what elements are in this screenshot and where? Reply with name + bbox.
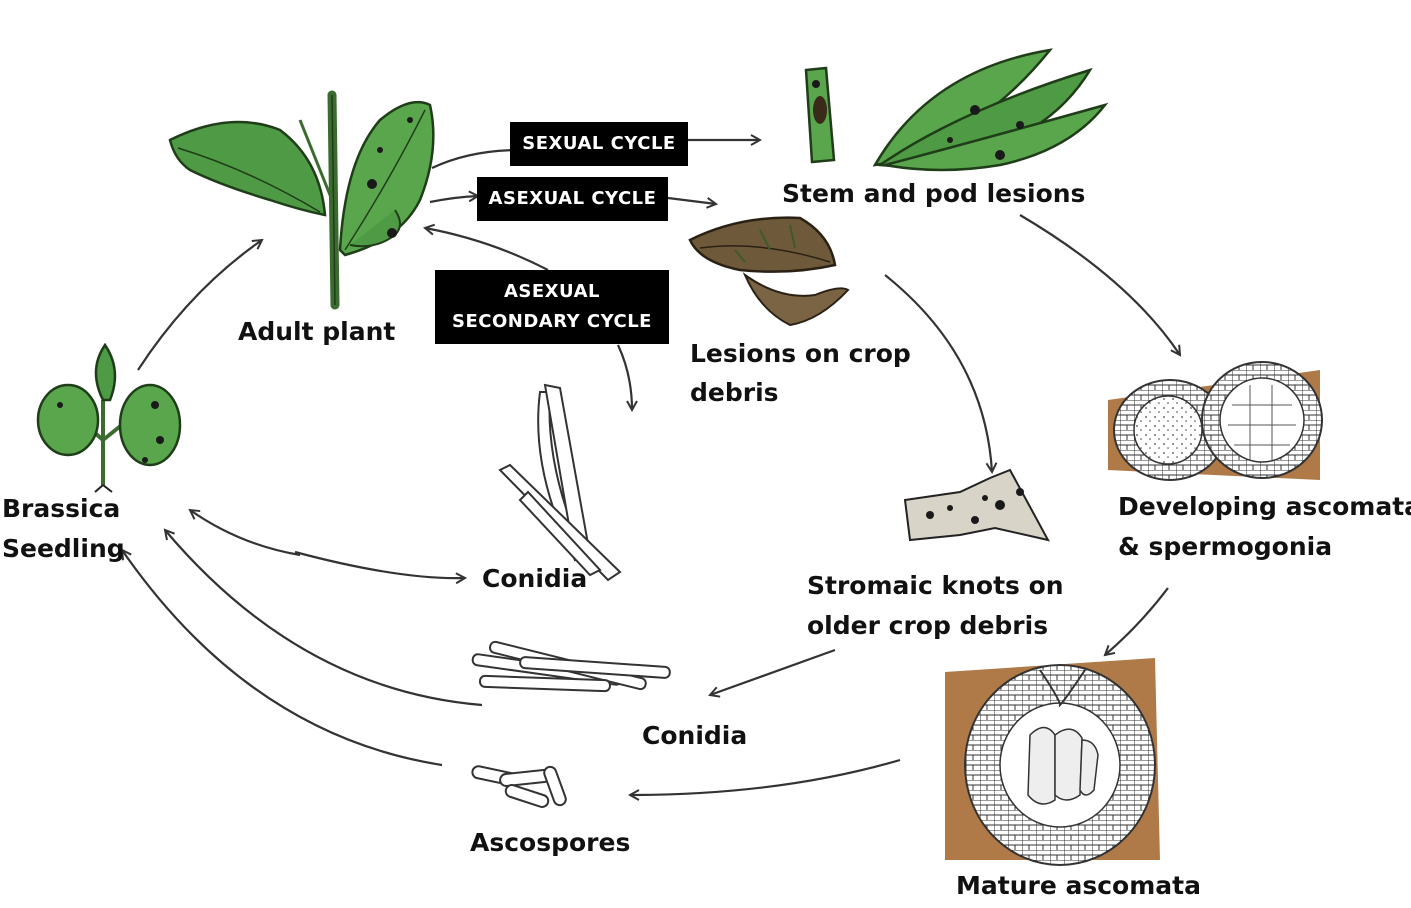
arrow-conidia-lower-to-seedling bbox=[165, 530, 483, 707]
asexual-secondary-cycle-box: ASEXUAL SECONDARY CYCLE bbox=[435, 270, 669, 344]
arrow-debris-to-knots bbox=[884, 274, 992, 472]
arrow-conidia-to-seedling bbox=[294, 550, 465, 578]
ascospores-label: Ascospores bbox=[470, 828, 631, 857]
asexual-cycle-box: ASEXUAL CYCLE bbox=[477, 177, 668, 221]
conidia-upper-label: Conidia bbox=[482, 564, 588, 593]
arrow-sexual bbox=[431, 150, 520, 169]
arrow-lesions-to-developing bbox=[1019, 214, 1180, 355]
ascospores-illustration bbox=[471, 765, 567, 808]
sexual-cycle-label: SEXUAL CYCLE bbox=[522, 133, 676, 154]
lesions-crop-debris-label-2: debris bbox=[690, 378, 779, 407]
brassica-label-2: Seedling bbox=[2, 534, 125, 563]
arrow-developing-to-mature bbox=[1105, 587, 1169, 655]
adult-plant-illustration bbox=[168, 90, 435, 310]
stromatic-knots-label-1: Stromaic knots on bbox=[807, 571, 1064, 600]
lesions-crop-debris-label-1: Lesions on crop bbox=[690, 339, 911, 368]
arrow-asexual-end bbox=[667, 196, 716, 204]
arrow-conidia-to-seedling-back bbox=[190, 510, 301, 557]
sexual-cycle-box: SEXUAL CYCLE bbox=[510, 122, 688, 166]
developing-ascomata-label-1: Developing ascomata bbox=[1118, 492, 1411, 521]
brassica-seedling-illustration bbox=[36, 342, 182, 493]
stromatic-knots-illustration bbox=[903, 468, 1050, 542]
adult-plant-label: Adult plant bbox=[238, 317, 396, 346]
conidia-lower-illustration bbox=[471, 640, 671, 693]
arrow-seedling-to-adult bbox=[137, 240, 262, 371]
arrow-ascospores-to-seedling bbox=[122, 550, 443, 767]
developing-ascomata-label-2: & spermogonia bbox=[1118, 532, 1333, 561]
asexual-secondary-label-2: SECONDARY CYCLE bbox=[452, 311, 652, 332]
stromatic-knots-label-2: older crop debris bbox=[807, 611, 1049, 640]
brassica-label-1: Brassica bbox=[2, 494, 121, 523]
arrow-asexual bbox=[429, 196, 478, 204]
stem-pod-lesions-label: Stem and pod lesions bbox=[782, 179, 1086, 208]
mature-ascomata-illustration bbox=[945, 658, 1160, 866]
asexual-cycle-label: ASEXUAL CYCLE bbox=[488, 188, 657, 209]
arrow-secondary-to-conidia bbox=[617, 344, 632, 410]
developing-ascomata-illustration bbox=[1108, 361, 1323, 481]
arrow-knots-to-conidia bbox=[710, 648, 836, 695]
crop-debris-illustration bbox=[688, 216, 850, 327]
arrow-mature-to-ascospores bbox=[630, 758, 901, 795]
arrow-secondary-to-plant bbox=[425, 228, 549, 271]
conidia-upper-illustration bbox=[498, 383, 622, 582]
conidia-lower-label: Conidia bbox=[642, 721, 748, 750]
asexual-secondary-label-1: ASEXUAL bbox=[503, 281, 601, 302]
mature-ascomata-label: Mature ascomata bbox=[956, 871, 1201, 900]
stem-pod-lesions-illustration bbox=[804, 48, 1109, 172]
